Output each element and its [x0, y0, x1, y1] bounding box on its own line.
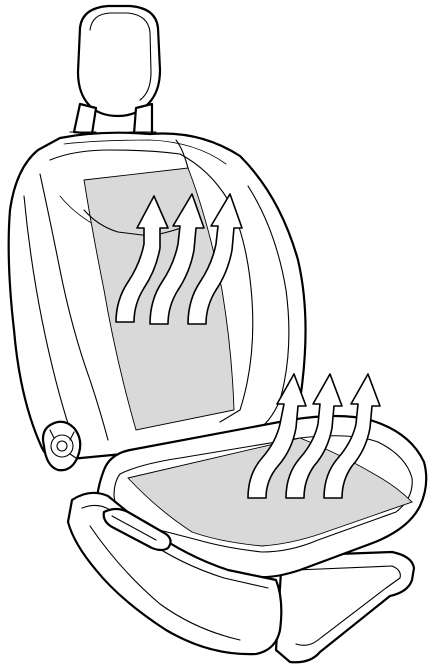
headrest	[78, 6, 160, 116]
recline-lever	[43, 422, 80, 470]
